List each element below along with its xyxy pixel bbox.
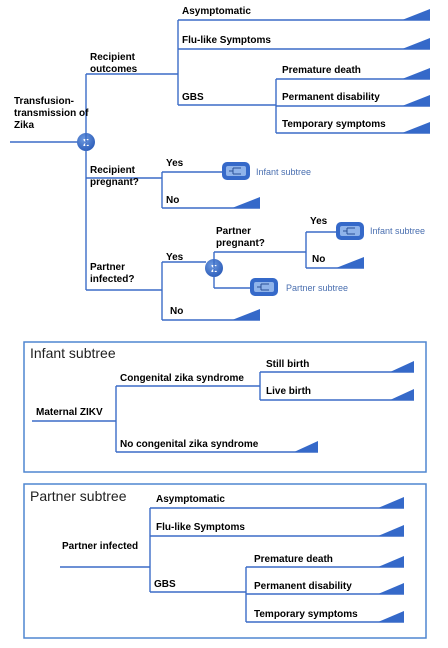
no-label: No <box>166 195 179 206</box>
premature-death-label: Premature death <box>254 554 333 565</box>
terminal-node-icon[interactable] <box>402 68 430 79</box>
terminal-node-icon[interactable] <box>336 257 364 268</box>
terminal-node-icon[interactable] <box>402 95 430 106</box>
root-label: transmission of <box>14 108 89 119</box>
still-birth-label: Still birth <box>266 359 309 370</box>
terminal-node-icon[interactable] <box>378 525 404 536</box>
terminal-node-icon[interactable] <box>232 309 260 320</box>
terminal-node-icon[interactable] <box>232 197 260 208</box>
subtree-node-icon[interactable] <box>336 222 364 240</box>
asymptomatic-label: Asymptomatic <box>156 494 225 505</box>
flu-like-label: Flu-like Symptoms <box>156 522 245 533</box>
subtree-node-icon[interactable] <box>250 278 278 296</box>
yes-label: Yes <box>310 216 328 227</box>
recipient-outcomes-label: Recipient <box>90 52 136 63</box>
no-label: No <box>170 306 183 317</box>
flu-like-label: Flu-like Symptoms <box>182 35 271 46</box>
no-czs-label: No congenital zika syndrome <box>120 439 259 450</box>
infant-subtree-panel: Infant subtree Maternal ZIKV Congenital … <box>23 341 427 473</box>
partner-subtree-panel: Partner subtree Partner infected Asympto… <box>23 483 427 639</box>
recipient-pregnant-label: pregnant? <box>90 177 139 188</box>
infant-subtree-ref: Infant subtree <box>256 167 311 177</box>
temporary-symptoms-label: Temporary symptoms <box>254 609 358 620</box>
terminal-node-icon[interactable] <box>378 556 404 567</box>
root-label: Transfusion- <box>14 96 74 107</box>
terminal-node-icon[interactable] <box>378 497 404 508</box>
terminal-node-icon[interactable] <box>390 389 414 400</box>
terminal-node-icon[interactable] <box>378 583 404 594</box>
partner-infected-label: Partner <box>90 262 125 273</box>
terminal-node-icon[interactable] <box>402 9 430 20</box>
root-label: Zika <box>14 120 34 131</box>
czs-label: Congenital zika syndrome <box>120 373 244 384</box>
partner-pregnant-label: Partner <box>216 226 251 237</box>
temporary-symptoms-label: Temporary symptoms <box>282 119 386 130</box>
live-birth-label: Live birth <box>266 386 311 397</box>
terminal-node-icon[interactable] <box>390 361 414 372</box>
infant-subtree-title: Infant subtree <box>30 345 116 361</box>
terminal-node-icon[interactable] <box>378 611 404 622</box>
recipient-outcomes-label: outcomes <box>90 64 138 75</box>
no-label: No <box>312 254 325 265</box>
gbs-label: GBS <box>154 579 176 590</box>
partner-subtree-ref: Partner subtree <box>286 283 348 293</box>
terminal-node-icon[interactable] <box>402 122 430 133</box>
partner-infected-root-label: Partner infected <box>62 541 138 552</box>
permanent-disability-label: Permanent disability <box>282 92 380 103</box>
maternal-zikv-label: Maternal ZIKV <box>36 407 103 418</box>
subtree-node-icon[interactable] <box>222 162 250 180</box>
terminal-node-icon[interactable] <box>294 441 318 452</box>
yes-label: Yes <box>166 252 184 263</box>
partner-subtree-title: Partner subtree <box>30 488 127 504</box>
main-tree: Σ <box>10 6 430 321</box>
permanent-disability-label: Permanent disability <box>254 581 352 592</box>
premature-death-label: Premature death <box>282 65 361 76</box>
partner-pregnant-label: pregnant? <box>216 238 265 249</box>
terminal-node-icon[interactable] <box>402 38 430 49</box>
gbs-label: GBS <box>182 92 204 103</box>
infant-subtree-ref: Infant subtree <box>370 226 425 236</box>
recipient-pregnant-label: Recipient <box>90 165 136 176</box>
yes-label: Yes <box>166 158 184 169</box>
partner-infected-label: infected? <box>90 274 134 285</box>
asymptomatic-label: Asymptomatic <box>182 6 251 17</box>
